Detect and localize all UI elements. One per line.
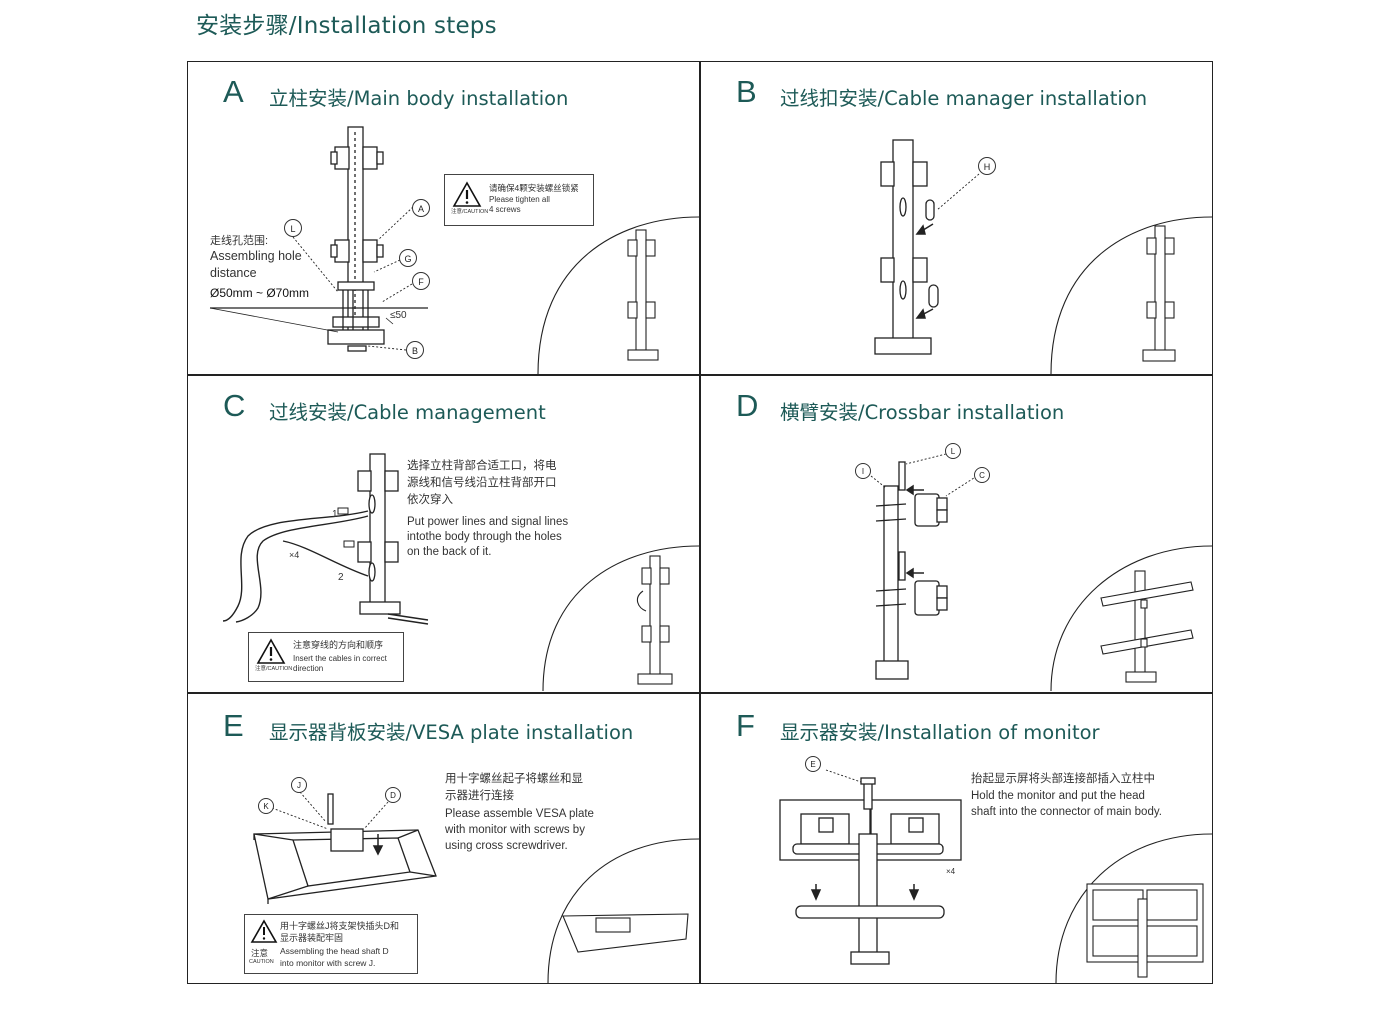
- crossbar-illustration: [870, 453, 1212, 691]
- callout-l: L: [284, 219, 302, 237]
- panel-c: C 过线安装/Cable management: [188, 376, 699, 691]
- desc-cn-1: 用十字螺丝起子将螺丝和显: [445, 773, 583, 785]
- grid-divider-row-2: [187, 692, 1213, 694]
- panel-b: B 过线扣安装/Cable manager installation: [701, 62, 1212, 374]
- panel-e: E 显示器背板安装/VESA plate installation: [188, 694, 699, 983]
- caution-text-cn-1: 用十字螺丝J将支架快插头D和: [280, 921, 400, 931]
- step-letter: C: [223, 388, 246, 423]
- caution-text-cn: 注意穿线的方向和顺序: [293, 640, 384, 650]
- monitor-count-label: ×4: [946, 867, 956, 876]
- desc-cn: 抬起显示屏将头部连接部插入立柱中: [971, 773, 1155, 785]
- desc-en-1: Please assemble VESA plate: [445, 808, 594, 820]
- callout-b: B: [406, 341, 424, 359]
- caution-tag-cn: 注意: [251, 948, 269, 958]
- hole-label-cn: 走线孔范围:: [210, 235, 269, 247]
- caution-text-en-1: Assembling the head shaft D: [280, 946, 389, 956]
- cable-label-2: 2: [338, 572, 344, 583]
- caution-box: 注意穿线的方向和顺序 Insert the cables in correct …: [248, 632, 404, 682]
- callout-c: C: [974, 467, 990, 483]
- caution-text-en-1: Please tighten all: [489, 195, 550, 204]
- grid-divider-row-1: [187, 374, 1213, 376]
- desc-en-3: on the back of it.: [407, 546, 492, 558]
- panel-a: A 立柱安装/Main body installation: [188, 62, 699, 374]
- callout-l: L: [945, 443, 961, 459]
- step-title: 显示器安装/Installation of monitor: [780, 721, 1100, 744]
- callout-d: D: [385, 787, 401, 803]
- desc-en-1: Hold the monitor and put the head: [971, 790, 1145, 802]
- desc-cn-3: 依次穿入: [407, 494, 453, 506]
- caution-text-en-2: into monitor with screw J.: [280, 958, 376, 968]
- warning-triangle-icon: [452, 181, 482, 207]
- callout-f: F: [412, 272, 430, 290]
- desc-cn-2: 示器进行连接: [445, 790, 514, 802]
- caution-text-en-2: 4 screws: [489, 205, 521, 214]
- step-letter: B: [736, 74, 757, 109]
- callout-g: G: [399, 249, 417, 267]
- warning-triangle-icon: [250, 919, 278, 943]
- caution-text-cn-2: 显示器装配牢固: [280, 933, 344, 943]
- desc-en-1: Put power lines and signal lines: [407, 516, 569, 528]
- step-letter: F: [736, 708, 755, 743]
- caution-text-en-2: direction: [293, 664, 324, 673]
- step-letter: A: [223, 74, 244, 109]
- monitor-install-illustration: [779, 769, 1212, 983]
- cable-manager-illustration: [874, 139, 1212, 374]
- panel-f: F 显示器安装/Installation of monitor: [701, 694, 1212, 983]
- desc-cn-1: 选择立柱背部合适工口，将电: [407, 460, 557, 472]
- cable-label-1: 1: [332, 509, 338, 520]
- callout-a: A: [412, 199, 430, 217]
- callout-j: J: [291, 777, 307, 793]
- callout-i: I: [855, 463, 871, 479]
- caution-text-cn: 请确保4颗安装螺丝锁紧: [489, 183, 579, 193]
- cable-count-label: ×4: [289, 550, 300, 560]
- caution-box: 请确保4颗安装螺丝锁紧 Please tighten all 4 screws …: [444, 174, 594, 226]
- cable-routing-illustration: [222, 453, 699, 691]
- step-title: 过线安装/Cable management: [269, 401, 546, 424]
- main-body-illustration: [209, 126, 699, 374]
- caution-tag: 注意/CAUTION: [451, 209, 489, 215]
- caution-tag: 注意/CAUTION: [255, 666, 293, 672]
- step-title: 过线扣安装/Cable manager installation: [780, 87, 1148, 110]
- desc-en-2: with monitor with screws by: [445, 824, 585, 836]
- desc-en-2: intothe body through the holes: [407, 531, 562, 543]
- warning-triangle-icon: [256, 638, 286, 664]
- step-letter: D: [736, 388, 759, 423]
- caution-tag-en: CAUTION: [249, 959, 274, 965]
- hole-label-en-2: distance: [210, 266, 257, 280]
- panel-d: D 横臂安装/Crossbar installation: [701, 376, 1212, 691]
- callout-k: K: [258, 798, 274, 814]
- step-letter: E: [223, 708, 244, 743]
- hole-range: Ø50mm ~ Ø70mm: [210, 286, 310, 300]
- step-title: 显示器背板安装/VESA plate installation: [269, 721, 634, 744]
- desc-cn-2: 源线和信号线沿立柱背部开口: [407, 477, 557, 489]
- desc-en-2: shaft into the connector of main body.: [971, 806, 1162, 818]
- callout-h: H: [978, 157, 996, 175]
- step-title: 立柱安装/Main body installation: [269, 87, 569, 110]
- callout-e: E: [805, 756, 821, 772]
- page-title: 安装步骤/Installation steps: [196, 13, 497, 39]
- vesa-plate-illustration: [253, 791, 699, 983]
- caution-box: 注意 CAUTION 用十字螺丝J将支架快插头D和 显示器装配牢固 Assemb…: [244, 914, 418, 974]
- caution-text-en-1: Insert the cables in correct: [293, 654, 387, 663]
- max-thickness-label: ≤50: [390, 310, 407, 321]
- grid-divider-vertical: [699, 61, 701, 984]
- desc-en-3: using cross screwdriver.: [445, 840, 568, 852]
- step-title: 横臂安装/Crossbar installation: [780, 401, 1065, 424]
- hole-label-en-1: Assembling hole: [210, 249, 302, 263]
